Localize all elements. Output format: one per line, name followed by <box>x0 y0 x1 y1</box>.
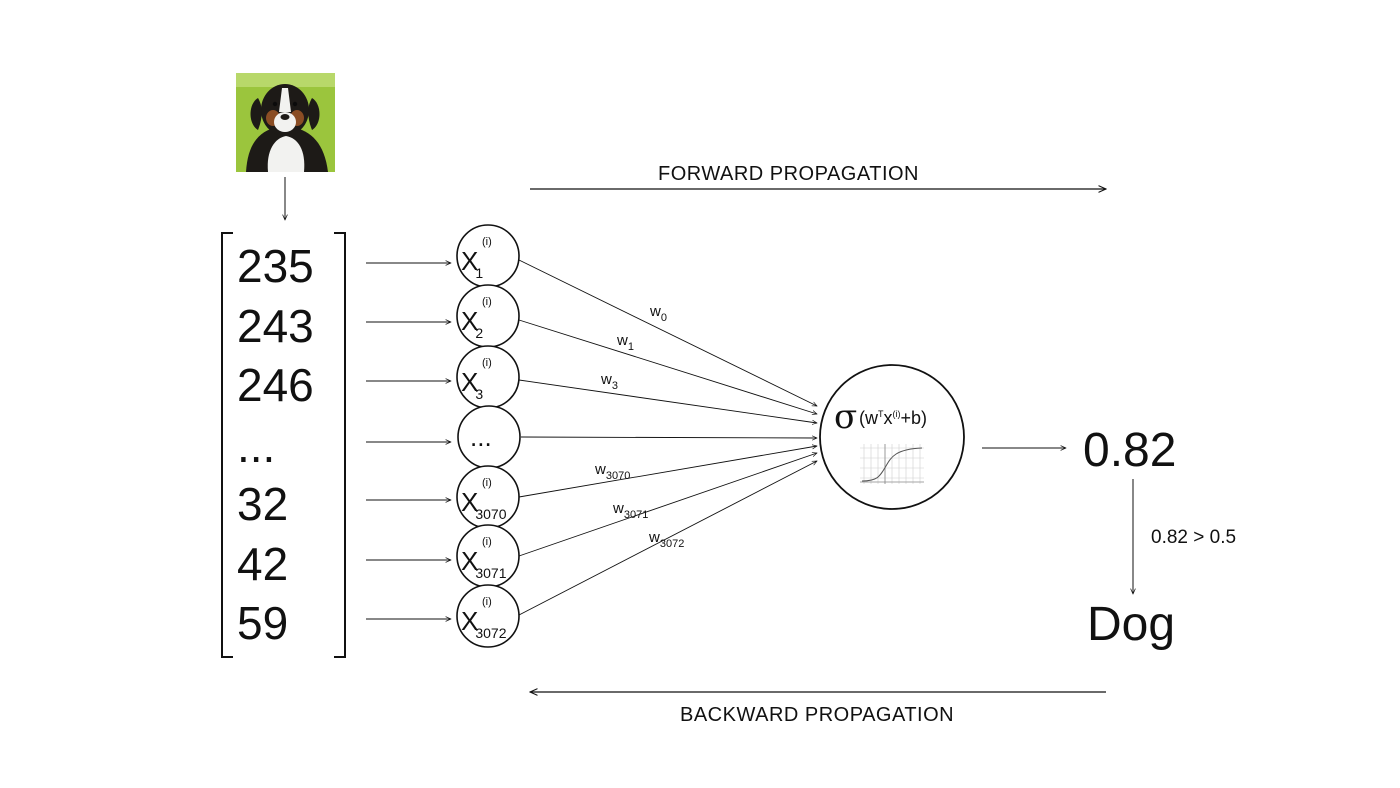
sigmoid-graph-icon <box>860 444 924 484</box>
formula-x: x <box>884 408 893 428</box>
input-vector: 235 243 246 ... 32 42 59 <box>237 240 314 649</box>
right-bracket <box>334 232 346 658</box>
weight-subscript: 0 <box>661 312 667 324</box>
weight-label: w <box>600 371 612 388</box>
svg-text:X3: X3 <box>461 367 483 402</box>
svg-text:X3070: X3070 <box>461 487 507 522</box>
svg-text:w3: w3 <box>600 371 618 392</box>
svg-text:X1: X1 <box>461 246 483 281</box>
prediction-label: Dog <box>1087 598 1175 651</box>
node-superscript: (i) <box>482 477 492 489</box>
formula-transpose: T <box>878 409 884 419</box>
input-node: X3070 (i) <box>456 465 520 529</box>
input-node: X2 (i) <box>456 284 520 348</box>
left-bracket <box>221 232 233 658</box>
node-superscript: (i) <box>482 357 492 369</box>
input-node: X3 (i) <box>456 345 520 409</box>
svg-text:X2: X2 <box>461 306 483 341</box>
svg-text:(wTx(i)+b): (wTx(i)+b) <box>859 408 927 428</box>
node-superscript: (i) <box>482 236 492 248</box>
node-subscript: 3 <box>475 386 483 402</box>
formula-bias: +b) <box>901 408 928 428</box>
weight-label: w <box>594 461 606 478</box>
connection-line <box>518 446 817 498</box>
formula-index: (i) <box>893 409 901 419</box>
node-ellipsis-label: ... <box>470 422 492 452</box>
weight-subscript: 3072 <box>660 538 684 550</box>
weight-subscript: 3 <box>612 380 618 392</box>
node-subscript: 3072 <box>475 625 506 641</box>
svg-text:X3071: X3071 <box>461 546 507 581</box>
weight-connections <box>518 259 817 616</box>
node-superscript: (i) <box>482 536 492 548</box>
svg-text:w3072: w3072 <box>648 529 684 550</box>
output-value: 0.82 <box>1083 424 1176 477</box>
input-value: 246 <box>237 359 314 411</box>
node-subscript: 2 <box>475 325 483 341</box>
weight-label: w <box>649 303 661 320</box>
threshold-comparison: 0.82 > 0.5 <box>1151 527 1236 548</box>
node-label: X <box>461 367 478 397</box>
node-subscript: 3071 <box>475 565 506 581</box>
weight-label: w <box>648 529 660 546</box>
svg-text:w3070: w3070 <box>594 461 630 482</box>
weight-labels: w0 w1 w3 w3070 w3071 w3072 <box>594 303 684 550</box>
input-nodes: X1 (i) X2 (i) X3 (i) ... X3070 (i) X3071… <box>456 224 521 648</box>
input-value: 59 <box>237 597 288 649</box>
node-subscript: 3070 <box>475 506 506 522</box>
input-node: X3072 (i) <box>456 584 520 648</box>
input-node-ellipsis: ... <box>457 405 521 469</box>
weight-label: w <box>612 500 624 517</box>
connection-line <box>520 437 817 438</box>
input-node: X3071 (i) <box>456 524 520 588</box>
connection-line <box>518 379 817 423</box>
backward-label: BACKWARD PROPAGATION <box>680 704 954 726</box>
node-label: X <box>461 306 478 336</box>
weight-subscript: 1 <box>628 341 634 353</box>
node-label: X <box>461 546 478 576</box>
input-value: 32 <box>237 478 288 530</box>
node-subscript: 1 <box>475 265 483 281</box>
connection-line <box>518 319 817 414</box>
formula-w: (w <box>859 408 879 428</box>
svg-text:w3071: w3071 <box>612 500 648 521</box>
input-arrows <box>366 263 451 619</box>
dog-photo <box>236 73 335 172</box>
input-ellipsis: ... <box>237 420 275 472</box>
connection-line <box>518 460 817 616</box>
node-superscript: (i) <box>482 296 492 308</box>
node-superscript: (i) <box>482 596 492 608</box>
forward-label: FORWARD PROPAGATION <box>658 163 919 185</box>
weight-subscript: 3071 <box>624 509 648 521</box>
svg-text:X3072: X3072 <box>461 606 507 641</box>
node-label: X <box>461 606 478 636</box>
svg-text:w0: w0 <box>649 303 667 324</box>
activation-node: σ (wTx(i)+b) <box>819 364 965 510</box>
weight-subscript: 3070 <box>606 470 630 482</box>
node-label: X <box>461 487 478 517</box>
input-node: X1 (i) <box>456 224 520 288</box>
connection-line <box>518 453 817 557</box>
input-value: 235 <box>237 240 314 292</box>
node-label: X <box>461 246 478 276</box>
sigma-symbol: σ <box>834 397 857 437</box>
svg-text:w1: w1 <box>616 332 634 353</box>
input-value: 243 <box>237 300 314 352</box>
input-value: 42 <box>237 538 288 590</box>
connection-line <box>518 259 817 407</box>
weight-label: w <box>616 332 628 349</box>
